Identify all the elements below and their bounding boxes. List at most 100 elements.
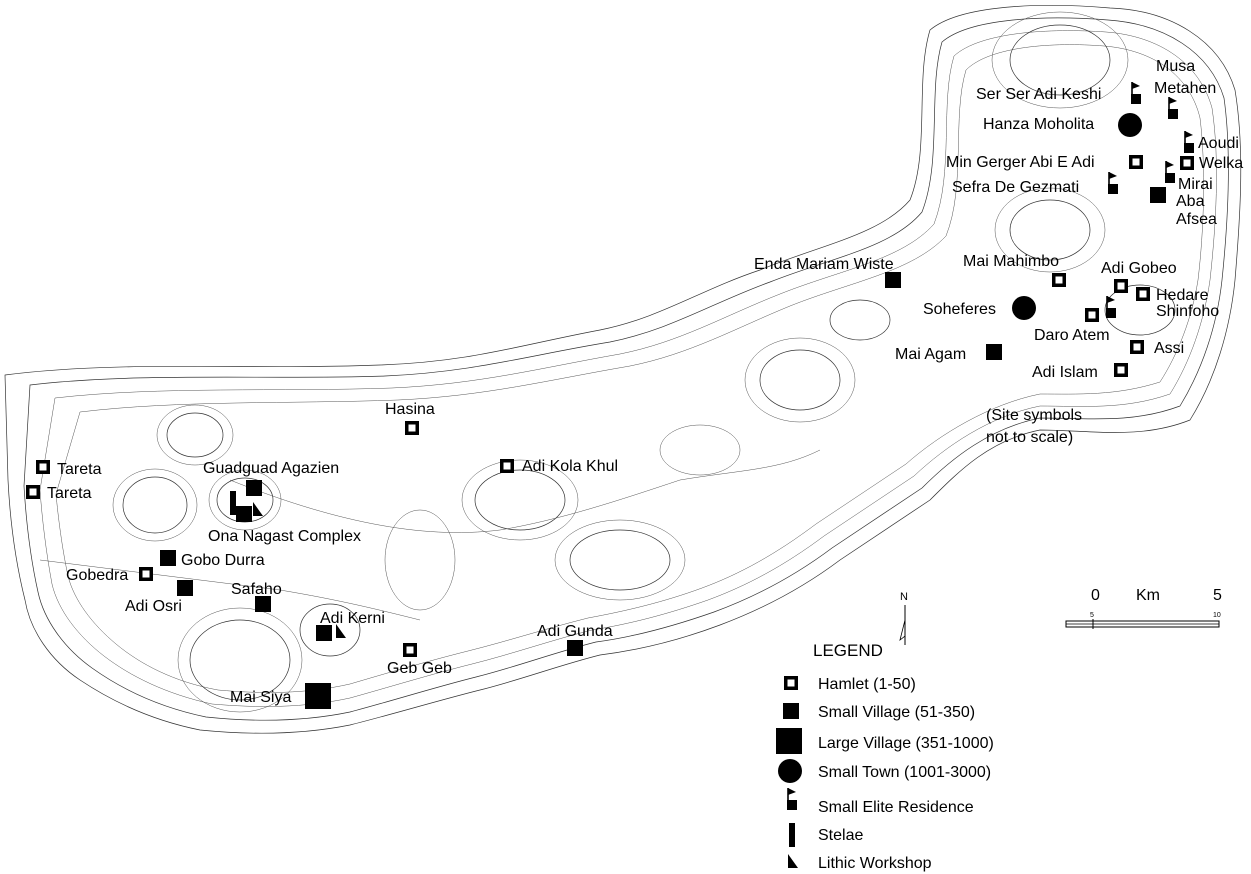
stelae-ona-nagast: [230, 491, 236, 515]
small-village-aba-afsea: [1150, 187, 1166, 203]
small-village-adi-osri: [177, 580, 193, 596]
elite-residence-mirai: [1164, 160, 1176, 184]
site-label-tareta-1: Tareta: [57, 461, 102, 478]
legend-label-elite-residence: Small Elite Residence: [818, 799, 974, 816]
legend-large-village-icon: [776, 728, 802, 754]
site-label-safaho: Safaho: [231, 581, 282, 598]
site-label-metahen: Metahen: [1154, 80, 1216, 97]
site-label-enda-mariam: Enda Mariam Wiste: [754, 256, 894, 273]
small-village-mai-agam: [986, 344, 1002, 360]
site-label-adi-kerni: Adi Kerni: [320, 610, 385, 627]
legend-elite-residence-icon: [786, 787, 798, 811]
site-label-adi-kola-khul: Adi Kola Khul: [522, 458, 618, 475]
site-label-min-gerger: Min Gerger Abi E Adi: [946, 154, 1095, 171]
site-label-mai-agam: Mai Agam: [895, 346, 966, 363]
site-label-tareta-2: Tareta: [47, 485, 92, 502]
hamlet-gobedra: [139, 567, 153, 581]
site-label-shinfoho: Shinfoho: [1156, 303, 1219, 320]
lithic-workshop-ona-nagast: [253, 502, 263, 516]
legend-label-stelae: Stelae: [818, 827, 863, 844]
legend-lithic-workshop-icon: [788, 854, 798, 868]
small-village-adi-kerni: [316, 625, 332, 641]
elite-residence-shinfoho: [1105, 295, 1117, 319]
scale-unit-label: Km: [1136, 587, 1160, 604]
site-label-mirai: Mirai: [1178, 176, 1213, 193]
legend-label-lithic-workshop: Lithic Workshop: [818, 855, 932, 872]
site-label-gobo-durra: Gobo Durra: [181, 552, 265, 569]
site-label-mai-mahimbo: Mai Mahimbo: [963, 253, 1059, 270]
site-label-musa: Musa: [1156, 58, 1195, 75]
site-label-soheferes: Soheferes: [923, 301, 996, 318]
site-label-hasina: Hasina: [385, 401, 435, 418]
legend-title: LEGEND: [813, 641, 883, 660]
site-label-gobedra: Gobedra: [66, 567, 128, 584]
site-label-sefra: Sefra De Gezmati: [952, 179, 1079, 196]
site-label-daro-atem: Daro Atem: [1034, 327, 1110, 344]
hamlet-tareta-2: [26, 485, 40, 499]
scale-bar: 0 Km 5 5 10: [1065, 587, 1222, 629]
legend-small-town-icon: [778, 759, 802, 783]
elite-residence-aoudi: [1183, 130, 1195, 154]
site-label-mai-siya: Mai Siya: [230, 689, 291, 706]
hamlet-assi: [1130, 340, 1144, 354]
hamlet-hasina: [405, 421, 419, 435]
site-label-aoudi: Aoudi: [1198, 135, 1239, 152]
small-town-hanza-moholita: [1118, 113, 1142, 137]
legend-label-hamlet: Hamlet (1-50): [818, 676, 916, 693]
north-label: N: [900, 591, 908, 603]
site-label-ona-nagast: Ona Nagast Complex: [208, 528, 361, 545]
site-symbols: [26, 81, 1195, 709]
scale-minor-label-10: 10: [1213, 612, 1221, 619]
small-town-soheferes: [1012, 296, 1036, 320]
hamlet-tareta-1: [36, 460, 50, 474]
hamlet-welka: [1180, 156, 1194, 170]
hamlet-adi-kola-khul: [500, 459, 514, 473]
scale-zero-label: 0: [1091, 587, 1100, 604]
legend-label-large-village: Large Village (351-1000): [818, 735, 994, 752]
small-village-gobo-durra: [160, 550, 176, 566]
contour-lines: [4, 5, 1242, 734]
large-village-mai-siya: [305, 683, 331, 709]
svg-text:(Site symbols: (Site symbols: [986, 407, 1082, 424]
legend-stelae-icon: [789, 823, 795, 847]
small-village-enda-mariam: [885, 272, 901, 288]
svg-text:not to scale): not to scale): [986, 429, 1073, 446]
site-label-adi-islam: Adi Islam: [1032, 364, 1098, 381]
site-label-ser-ser: Ser Ser Adi Keshi: [976, 86, 1101, 103]
site-label-guadguad: Guadguad Agazien: [203, 460, 339, 477]
hamlet-mai-mahimbo: [1052, 273, 1066, 287]
legend-label-small-town: Small Town (1001-3000): [818, 764, 991, 781]
legend: LEGEND Hamlet (1-50) Small Village (51-3…: [776, 641, 994, 872]
north-arrow: N: [899, 591, 908, 645]
small-village-safaho: [255, 596, 271, 612]
symbols-not-to-scale-note: (Site symbols not to scale): [986, 407, 1082, 446]
site-labels: Musa Metahen Ser Ser Adi Keshi Hanza Moh…: [47, 58, 1243, 706]
hamlet-adi-gobeo: [1114, 279, 1128, 293]
small-village-adi-gunda: [567, 640, 583, 656]
elite-residence-sefra: [1107, 171, 1119, 195]
legend-label-small-village: Small Village (51-350): [818, 704, 975, 721]
site-label-welka: Welka: [1199, 155, 1243, 172]
site-label-hedare: Hedare: [1156, 287, 1209, 304]
site-label-adi-osri: Adi Osri: [125, 598, 182, 615]
site-label-geb-geb: Geb Geb: [387, 660, 452, 677]
site-label-adi-gunda: Adi Gunda: [537, 623, 613, 640]
elite-residence-ser-ser: [1130, 81, 1142, 105]
hamlet-min-gerger: [1129, 155, 1143, 169]
hamlet-adi-islam: [1114, 363, 1128, 377]
scale-five-label: 5: [1213, 587, 1222, 604]
site-label-adi-gobeo: Adi Gobeo: [1101, 260, 1177, 277]
hamlet-geb-geb: [403, 643, 417, 657]
legend-small-village-icon: [783, 703, 799, 719]
small-village-ona-nagast: [236, 506, 252, 522]
scale-minor-label-5: 5: [1090, 612, 1094, 619]
hamlet-daro-atem: [1085, 308, 1099, 322]
elite-residence-metahen: [1167, 96, 1179, 120]
site-label-assi: Assi: [1154, 340, 1184, 357]
hamlet-hedare: [1136, 287, 1150, 301]
legend-hamlet-icon: [784, 676, 798, 690]
small-village-guadguad: [246, 480, 262, 496]
site-label-hanza: Hanza Moholita: [983, 116, 1094, 133]
